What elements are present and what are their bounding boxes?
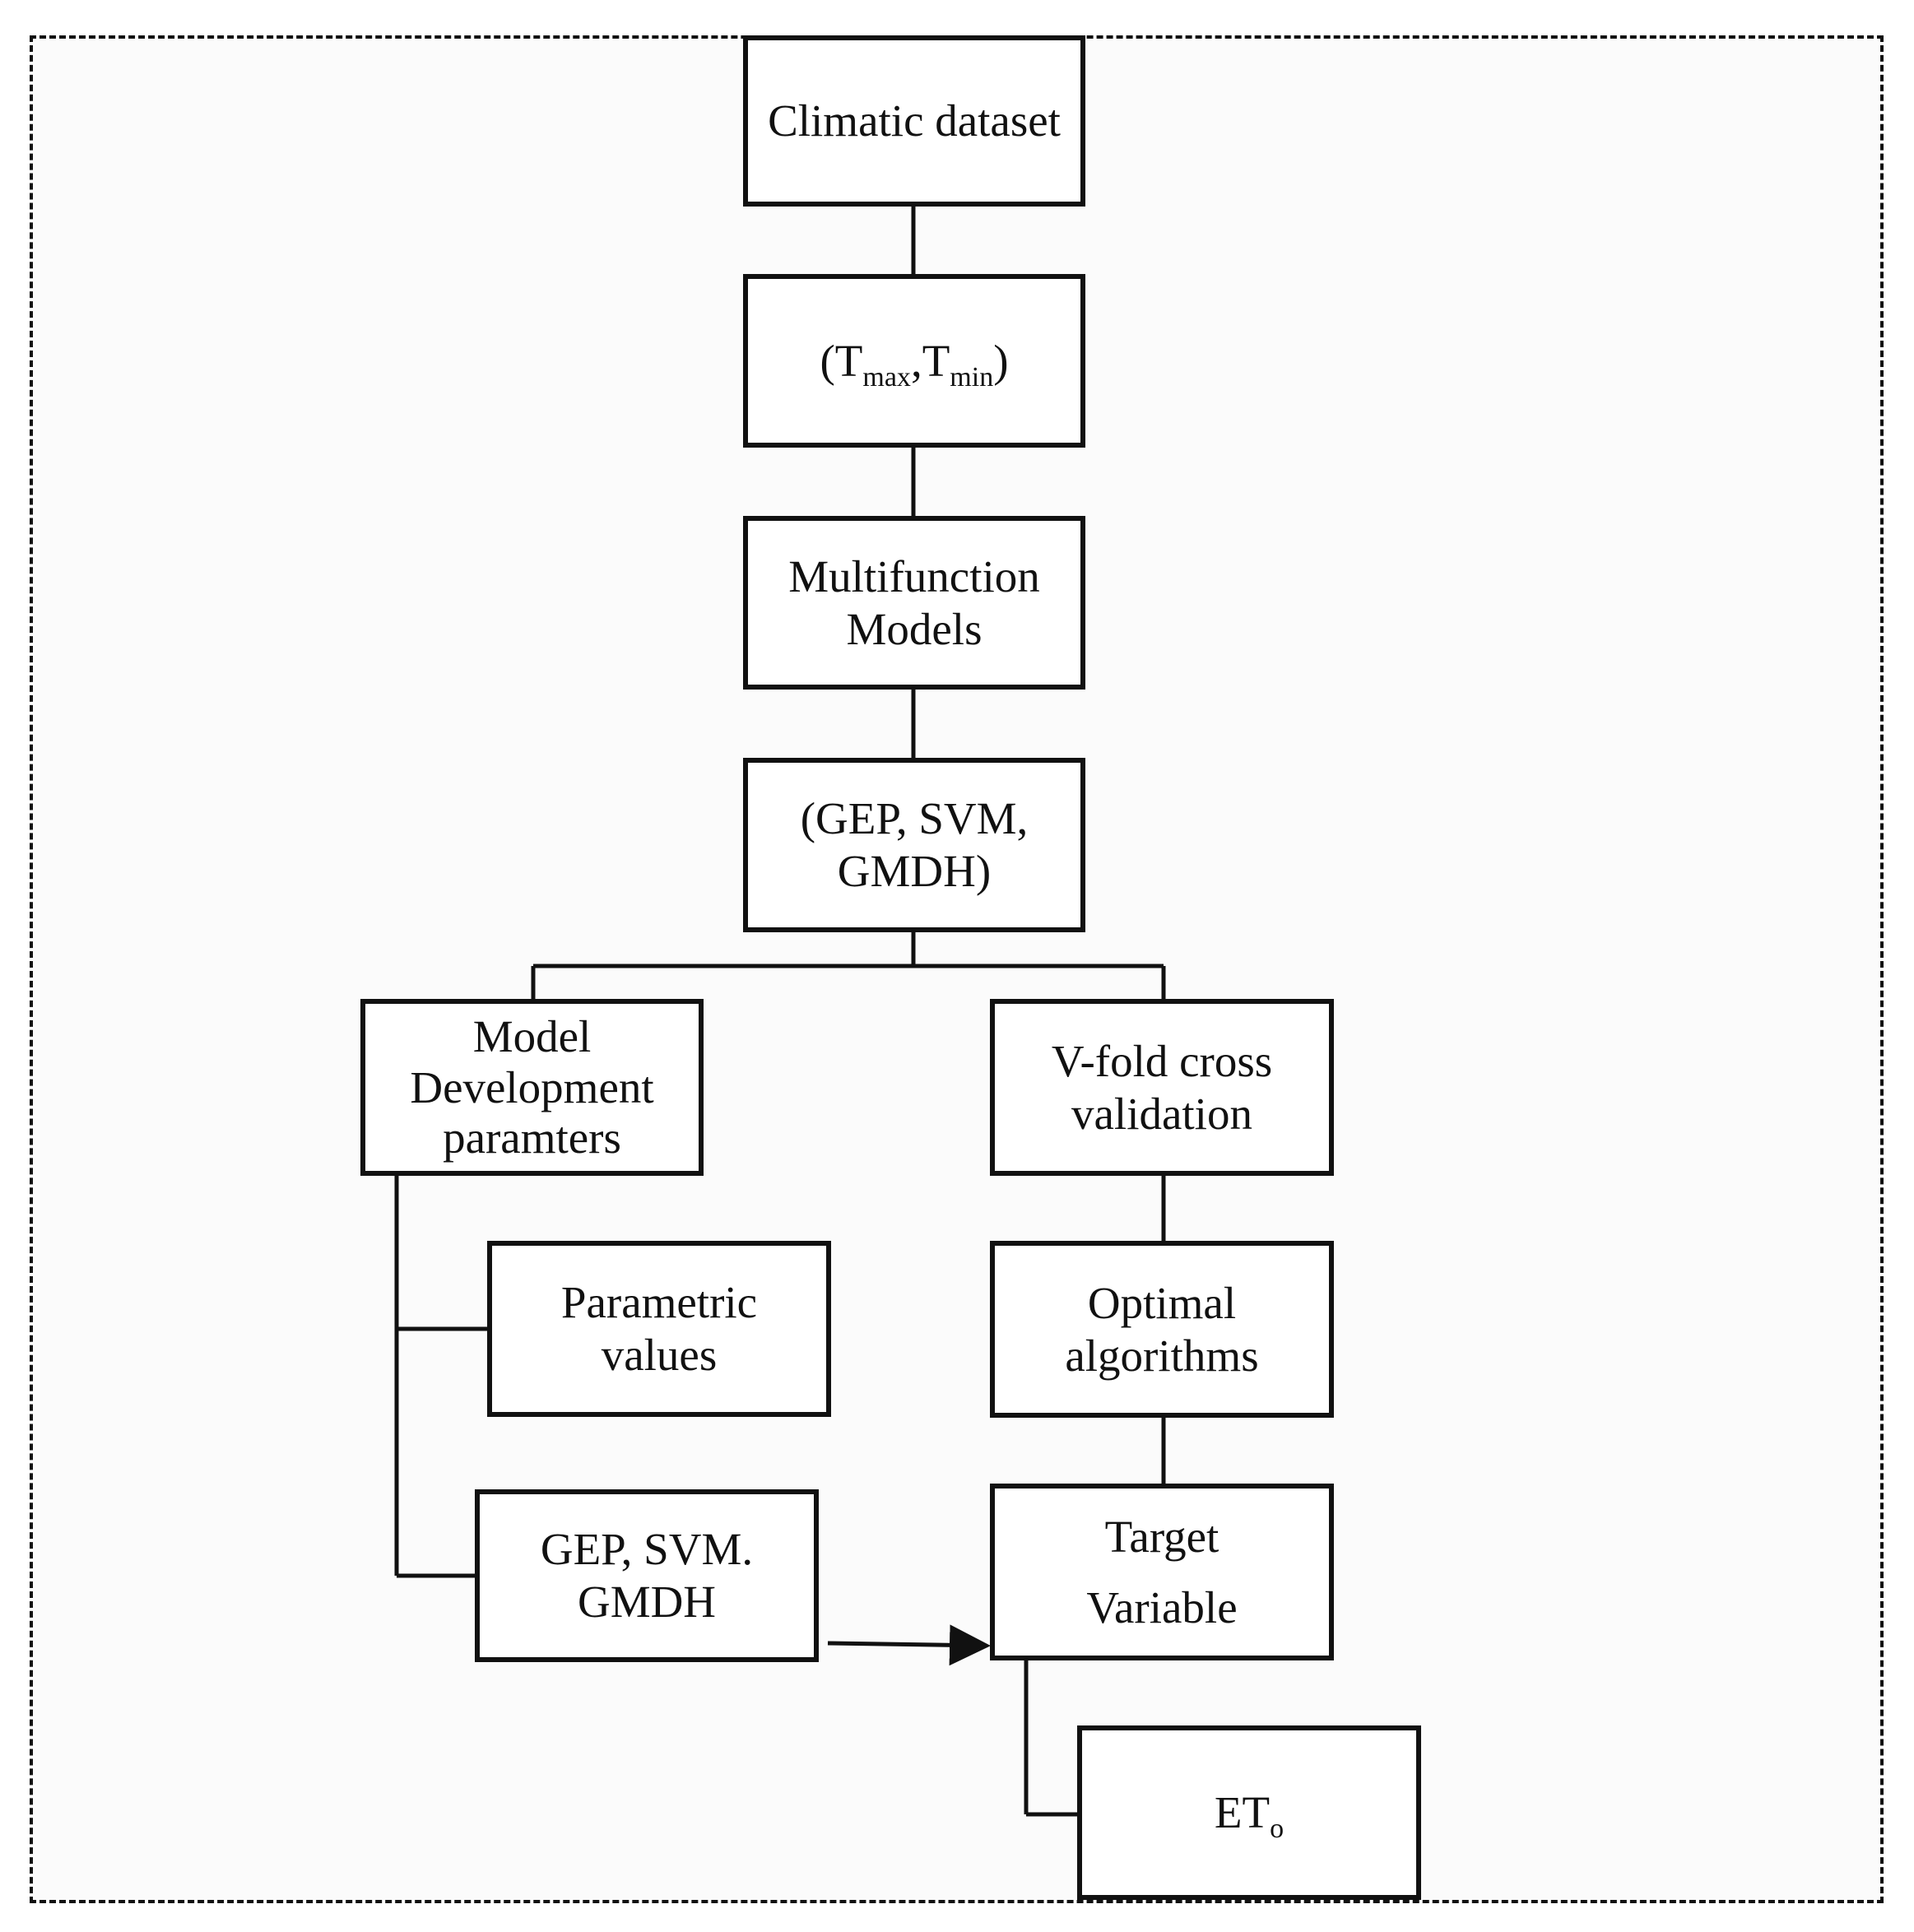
eto-main: ET bbox=[1214, 1787, 1271, 1838]
temperature-inputs-label: (Tmax,Tmin) bbox=[820, 335, 1009, 392]
model-development-label: Model Development paramters bbox=[410, 1011, 654, 1163]
v-fold-label: V-fold cross validation bbox=[1051, 1035, 1273, 1139]
tmax-subscript: max bbox=[862, 361, 911, 392]
model-list-bottom-box: GEP, SVM. GMDH bbox=[475, 1489, 819, 1662]
parametric-values-label: Parametric values bbox=[560, 1277, 758, 1380]
model-list-top-box: (GEP, SVM, GMDH) bbox=[743, 758, 1085, 932]
target-variable-label: Target Variable bbox=[1086, 1512, 1238, 1632]
parametric-values-box: Parametric values bbox=[487, 1241, 831, 1417]
model-list-top-label: (GEP, SVM, GMDH) bbox=[800, 793, 1029, 896]
eto-box: ETo bbox=[1077, 1725, 1421, 1900]
climatic-dataset-label: Climatic dataset bbox=[768, 95, 1061, 146]
tmin-subscript: min bbox=[950, 361, 994, 392]
temperature-inputs-box: (Tmax,Tmin) bbox=[743, 274, 1085, 448]
climatic-dataset-box: Climatic dataset bbox=[743, 35, 1085, 207]
temperature-separator: ,T bbox=[910, 335, 950, 386]
temperature-open: (T bbox=[820, 335, 863, 386]
target-variable-box: Target Variable bbox=[990, 1484, 1334, 1660]
eto-label: ETo bbox=[1214, 1786, 1284, 1843]
multifunction-models-box: Multifunction Models bbox=[743, 516, 1085, 690]
optimal-algorithms-box: Optimal algorithms bbox=[990, 1241, 1334, 1418]
model-development-box: Model Development paramters bbox=[360, 999, 704, 1176]
optimal-algorithms-label: Optimal algorithms bbox=[1065, 1277, 1259, 1381]
temperature-close: ) bbox=[993, 335, 1009, 386]
model-list-bottom-label: GEP, SVM. GMDH bbox=[540, 1524, 754, 1627]
v-fold-box: V-fold cross validation bbox=[990, 999, 1334, 1176]
eto-subscript: o bbox=[1270, 1814, 1285, 1845]
arrow-models-to-target bbox=[827, 1624, 991, 1666]
multifunction-models-label: Multifunction Models bbox=[788, 550, 1040, 654]
